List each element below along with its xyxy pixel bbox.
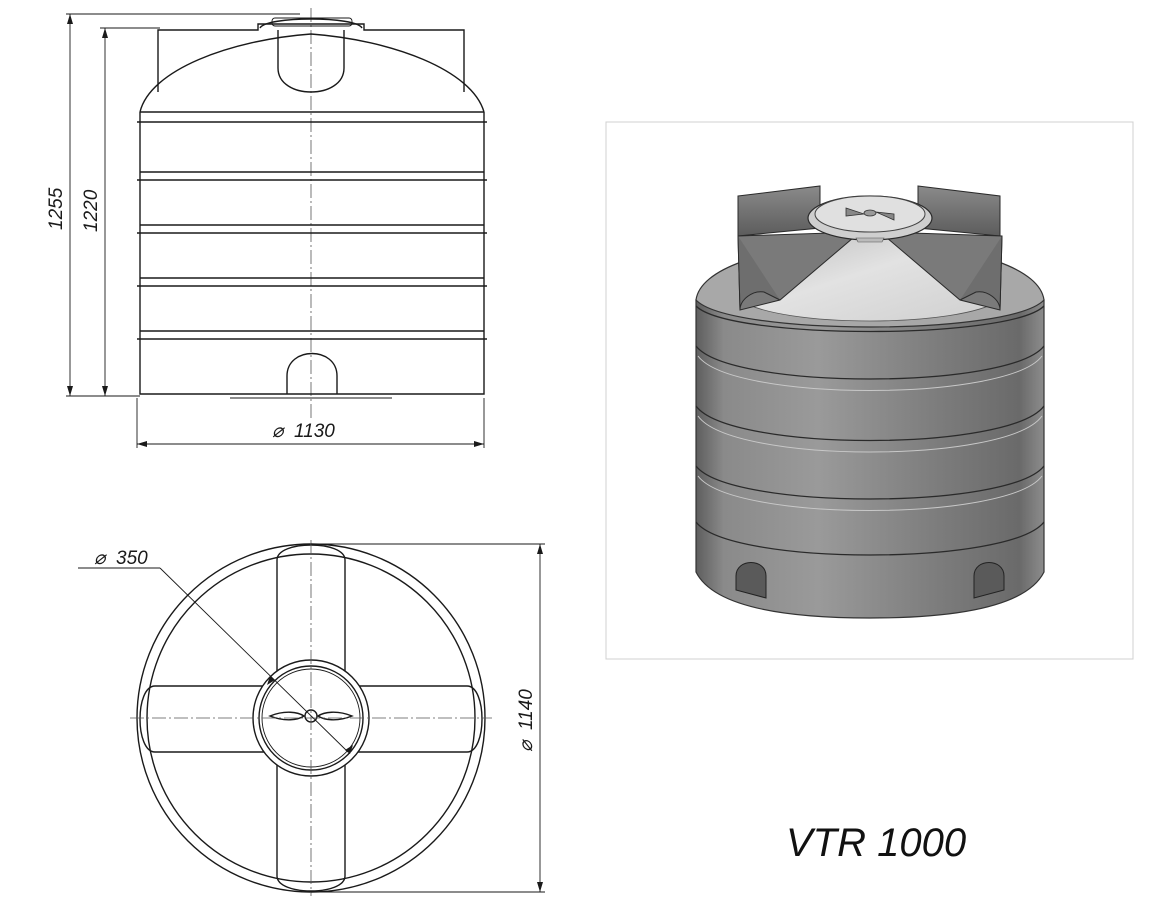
dim-diameter-top: 1140 [516,689,537,730]
dimension-lines-front [66,13,485,448]
dim-diameter-symbol-hatch: ⌀ [94,548,107,569]
dim-height-body: 1220 [81,189,102,232]
top-view [130,540,492,896]
product-title: VTR 1000 [786,821,966,865]
front-view [137,8,487,420]
dim-diameter-side: 1130 [294,421,335,442]
render-rings [695,305,1045,556]
render-ribs [737,185,1003,311]
dimension-lines-top [78,543,545,893]
dim-diameter-hatch: 350 [116,548,148,569]
tank-3d-render [605,121,1134,660]
dim-diameter-symbol-side: ⌀ [272,421,285,442]
body-rings [137,111,487,340]
dim-diameter-symbol-top: ⌀ [516,739,537,752]
dim-height-total: 1255 [46,187,67,230]
